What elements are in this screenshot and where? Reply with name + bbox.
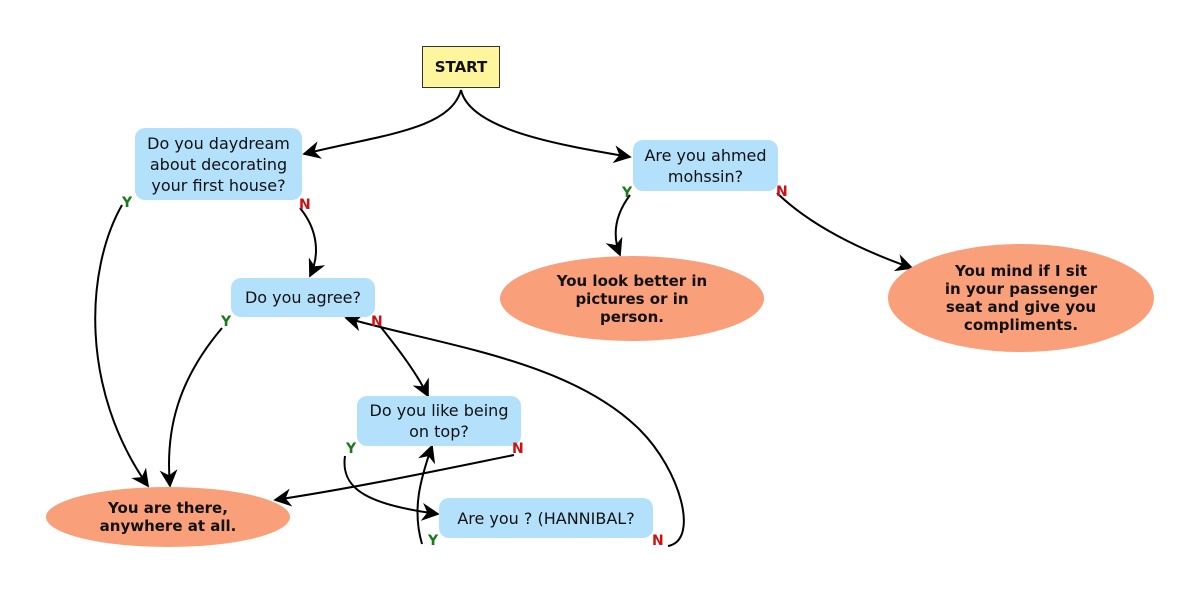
edge-start-daydream	[302, 89, 462, 159]
edge-start-ahmed	[460, 89, 632, 164]
no-label-agree: N	[371, 314, 383, 330]
result-passenger-seat: You mind if I sit in your passenger seat…	[888, 244, 1154, 352]
yes-label-agree: Y	[221, 314, 232, 330]
edge-hannibal-agree	[344, 313, 685, 547]
yes-label-on-top: Y	[346, 441, 357, 457]
edge-agree-ontop	[379, 325, 429, 398]
question-agree: Do you agree?	[231, 278, 375, 317]
yes-label-daydream: Y	[122, 195, 133, 211]
question-on-top: Do you like being on top?	[357, 396, 521, 446]
edge-hannibal-ontop	[416, 444, 436, 545]
no-label-daydream: N	[299, 197, 311, 213]
edge-ahmed-look	[605, 194, 631, 257]
no-label-on-top: N	[512, 441, 524, 457]
yes-label-ahmed: Y	[622, 185, 633, 201]
no-label-hannibal: N	[652, 533, 664, 549]
edge-agree-there	[159, 327, 223, 488]
result-look-better: You look better in pictures or in person…	[500, 256, 764, 341]
edge-ontop-there	[273, 454, 515, 507]
question-daydream: Do you daydream about decorating your fi…	[135, 128, 302, 200]
start-node: START	[422, 46, 500, 88]
edge-ahmed-passenger	[776, 192, 914, 272]
yes-label-hannibal: Y	[428, 533, 439, 549]
result-you-are-there: You are there, anywhere at all.	[46, 487, 290, 547]
question-hannibal: Are you ? (HANNIBAL?	[439, 498, 653, 538]
edge-daydream-agree	[299, 207, 326, 278]
edge-daydream-there	[94, 204, 150, 488]
question-ahmed: Are you ahmed mohssin?	[633, 140, 778, 191]
no-label-ahmed: N	[776, 184, 788, 200]
